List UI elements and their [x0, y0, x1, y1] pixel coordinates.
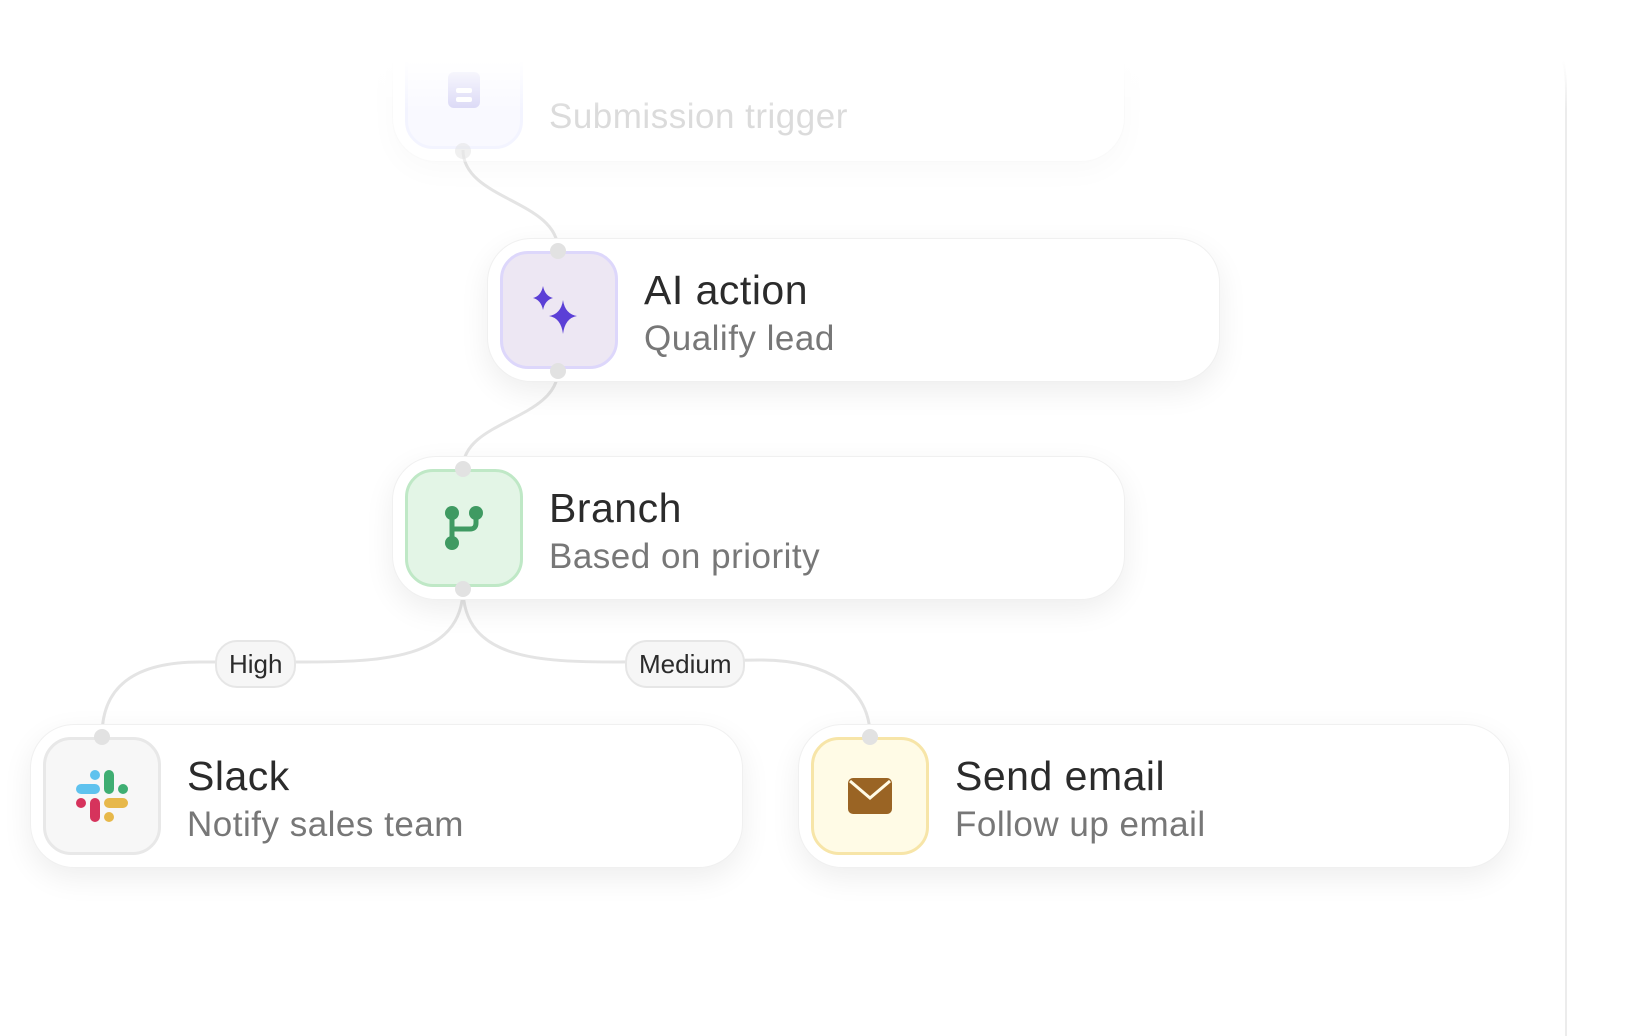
sparkles-icon: [500, 251, 618, 369]
edge-label-medium: Medium: [625, 640, 746, 688]
node-ai-action[interactable]: AI action Qualify lead: [487, 238, 1220, 382]
port-dot[interactable]: [862, 729, 878, 745]
mail-icon: [811, 737, 929, 855]
edge-branch-email: [461, 587, 872, 737]
port-dot[interactable]: [94, 729, 110, 745]
edge-trigger-ai: [461, 149, 560, 251]
port-dot[interactable]: [455, 143, 471, 159]
slack-icon: [43, 737, 161, 855]
edge-label-high: High: [215, 640, 297, 688]
branch-icon: [405, 469, 523, 587]
node-title: Send email: [955, 753, 1166, 799]
edge-ai-branch: [461, 369, 560, 469]
node-subtitle: Based on priority: [549, 537, 821, 576]
node-title: AI action: [644, 267, 809, 313]
port-dot[interactable]: [550, 363, 566, 379]
node-slack[interactable]: Slack Notify sales team: [30, 724, 743, 868]
edge-branch-slack: [100, 587, 465, 737]
node-branch[interactable]: Branch Based on priority: [392, 456, 1125, 600]
node-subtitle: Notify sales team: [187, 805, 464, 844]
node-subtitle: Qualify lead: [644, 319, 835, 358]
port-dot[interactable]: [550, 243, 566, 259]
port-dot[interactable]: [455, 581, 471, 597]
fade-overlay: [0, 0, 1640, 110]
node-title: Branch: [549, 485, 682, 531]
port-dot[interactable]: [455, 461, 471, 477]
node-title: Slack: [187, 753, 290, 799]
node-subtitle: Follow up email: [955, 805, 1206, 844]
node-send-email[interactable]: Send email Follow up email: [798, 724, 1510, 868]
